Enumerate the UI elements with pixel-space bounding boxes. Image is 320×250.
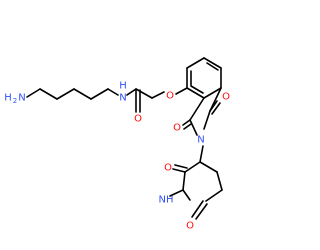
bond [182, 189, 191, 201]
bond [135, 88, 153, 99]
bond [203, 57, 222, 69]
bond [174, 164, 188, 169]
bond [186, 57, 205, 69]
atom-o-amide: O [134, 114, 142, 125]
bond [211, 102, 221, 115]
bond [195, 203, 208, 220]
glutarimide-ring [169, 145, 223, 220]
atom-subscript: 2 [13, 97, 17, 105]
bond [206, 62, 219, 71]
bond [182, 171, 186, 191]
atom-labels: H 2 N N H O O O O N O NH O [4, 81, 230, 232]
bond [172, 168, 186, 173]
atom-h: H [4, 93, 12, 104]
atom-o-glutarimide-upper: O [164, 163, 172, 174]
aminopentyl-chain [26, 88, 119, 100]
atom-n-imide: N [197, 135, 204, 146]
bond [203, 87, 222, 99]
atom-o-imide-upper: O [222, 92, 230, 103]
bond [199, 161, 218, 173]
bond [186, 87, 205, 99]
structure-diagram: H 2 N N H O O O O N O NH O [4, 57, 230, 232]
bond [26, 88, 41, 98]
amide-linker [126, 88, 165, 113]
atom-nh-glutarimide: NH [159, 195, 174, 206]
bond [189, 119, 198, 136]
bond [175, 87, 188, 95]
bond [182, 119, 191, 126]
bond [199, 145, 204, 163]
bond [184, 161, 201, 173]
bond [169, 189, 184, 197]
bond [73, 88, 92, 100]
bond [203, 110, 211, 130]
imide-ring [182, 87, 222, 136]
atom-n-amine: N [18, 93, 25, 104]
bond [90, 88, 109, 100]
atom-o-glutarimide-lower: O [186, 221, 194, 232]
bond [151, 91, 165, 99]
molecule-canvas: H 2 N N H O O O O N O NH O [4, 57, 230, 232]
bond [126, 88, 137, 96]
bond [39, 88, 58, 100]
bond [190, 85, 204, 94]
atom-o-ether: O [166, 91, 174, 102]
bond [191, 200, 204, 218]
bond [107, 88, 119, 96]
bond [56, 88, 75, 100]
bond [216, 171, 223, 191]
atom-n-amide: N [119, 93, 126, 104]
bond [205, 189, 223, 202]
atom-o-imide-lower: O [173, 123, 181, 134]
bond [183, 123, 192, 130]
bond [209, 100, 218, 112]
benzene-ring [175, 57, 222, 99]
atom-h-amide: H [119, 81, 127, 92]
bond [189, 97, 205, 121]
